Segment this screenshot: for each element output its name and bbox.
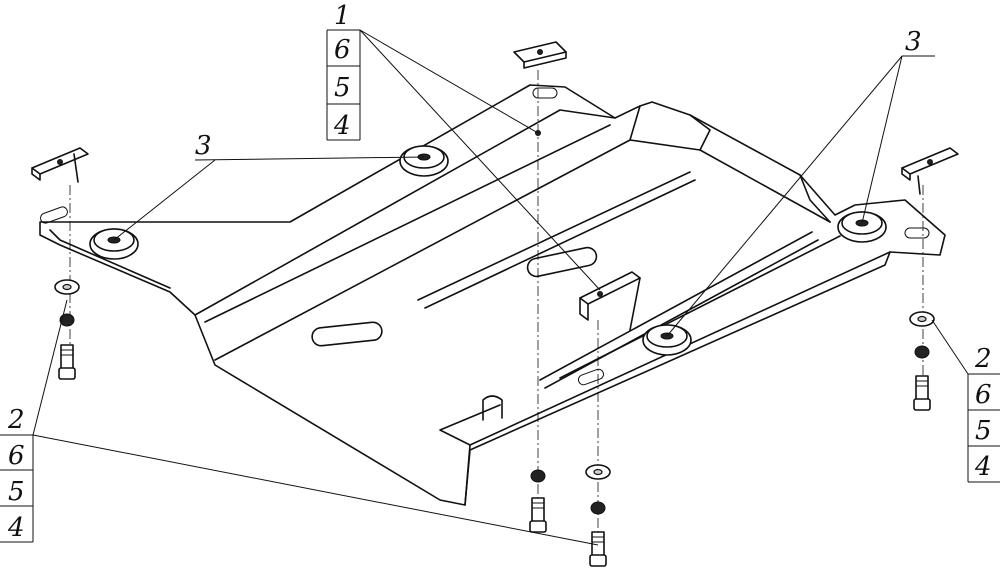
bolt-icon	[529, 497, 547, 533]
callout-part-number: 2	[974, 344, 992, 374]
spring-washer-icon	[530, 469, 546, 483]
callout-part-number: 3	[195, 131, 212, 161]
bolt-icon	[58, 344, 76, 380]
callout-fastener: 6	[8, 441, 25, 471]
callout-fastener: 4	[974, 452, 992, 482]
bracket-center	[579, 271, 641, 331]
spring-washer-icon	[59, 313, 75, 327]
fastener-stack-left	[54, 279, 80, 380]
callout-right: 2 6 5 4	[931, 319, 1000, 483]
slot-bottom	[577, 368, 605, 386]
bracket-top	[513, 41, 567, 69]
spring-washer-icon	[914, 345, 930, 359]
spring-washer-icon	[590, 501, 606, 515]
callout-fastener: 4	[333, 111, 351, 141]
callout-bushing-right: 3	[666, 27, 935, 337]
bushing-left	[89, 228, 139, 260]
callout-fastener: 5	[8, 477, 25, 507]
center-axes	[69, 70, 924, 555]
fastener-stack-center	[529, 469, 547, 533]
fastener-stack-right	[909, 311, 935, 411]
fastener-stack-bottom	[585, 464, 611, 567]
callout-part-number: 2	[7, 405, 25, 435]
callout-part-number: 1	[334, 1, 351, 31]
slot-left-tab	[40, 206, 68, 224]
bushing-top	[399, 145, 449, 177]
callout-fastener: 4	[7, 513, 25, 543]
callout-fastener: 6	[334, 35, 351, 65]
bushing-center	[642, 324, 692, 356]
callout-fastener: 5	[334, 73, 351, 103]
callout-part-number: 3	[905, 27, 922, 57]
plate-slots	[40, 87, 930, 386]
slot-center	[526, 246, 598, 278]
bushing-right	[837, 211, 887, 243]
callout-fastener: 6	[975, 380, 992, 410]
callout-fastener: 5	[975, 416, 992, 446]
brackets	[31, 41, 959, 331]
callout-bottom-left: 2 6 5 4	[0, 299, 599, 546]
bolt-icon	[913, 375, 931, 411]
bracket-right	[901, 147, 959, 195]
callout-bushing-left: 3	[113, 131, 425, 241]
skid-plate	[39, 84, 946, 506]
callout-top-left: 1 6 5 4	[326, 1, 601, 291]
bolt-icon	[589, 531, 607, 567]
slot-right	[904, 227, 930, 239]
bracket-left	[31, 147, 89, 183]
slot-top	[532, 87, 558, 99]
slot-left	[311, 321, 383, 347]
